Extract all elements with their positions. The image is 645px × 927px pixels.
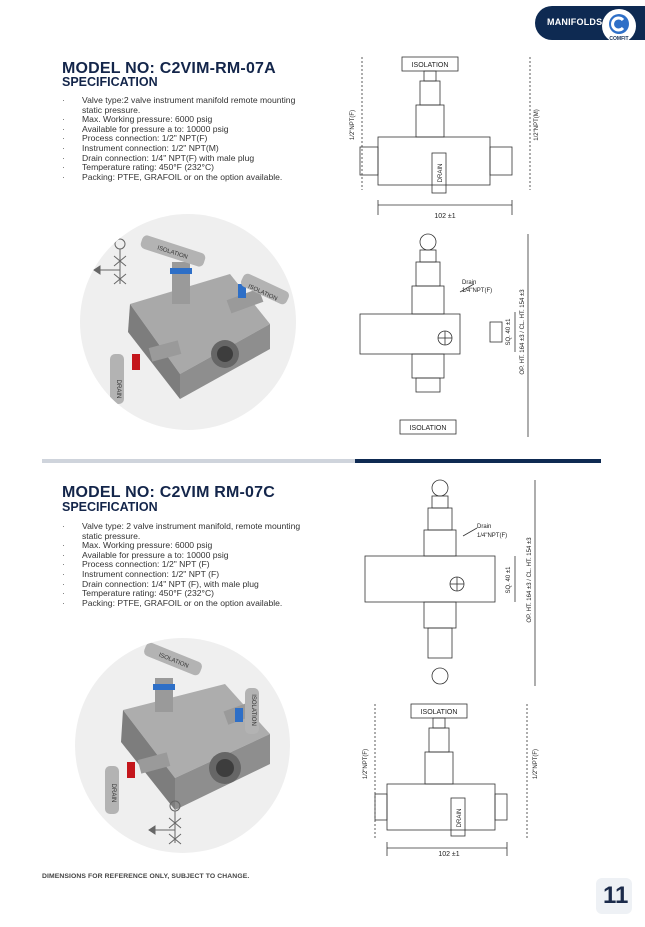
spec-item: Packing: PTFE, GRAFOIL or on the option … [62,172,307,183]
page-number: 11 [603,882,629,909]
drain-note-2: 1/4"NPT(F) [477,533,507,539]
section-divider-dark [355,459,601,463]
drain-note-1: Drain [462,280,476,286]
model-2-title: MODEL NO: C2VIM RM-07C [62,484,276,501]
model-1-title: MODEL NO: C2VIM-RM-07A [62,60,276,77]
left-connection-dim: 1/2"NPT(F) [350,110,356,140]
photo-drain-label: DRAIN [110,784,116,803]
spec-item: Packing: PTFE, GRAFOIL or on the option … [62,598,307,609]
spec-item: Max. Working pressure: 6000 psig [62,115,307,125]
drain-label: DRAIN [438,164,444,183]
model-1-front-drawing: ISOLATION 1/2"NPT(F) 1/2"NPT(M) DRAIN 10… [350,56,540,220]
section-tab: MANIFOLDS COMFIT [535,6,645,43]
spec-item: Drain connection: 1/4" NPT(F) with male … [62,153,307,164]
spec-item: Available for pressure a to: 10000 psig [62,550,307,561]
right-connection-dim: 1/2"NPT(F) [533,749,539,779]
spec-item: Temperature rating: 450°F (232°C) [62,163,307,173]
model-2-spec-heading: SPECIFICATION [62,500,158,514]
manifold-illustration-icon: ISOLATION ISOLATION DRAIN [93,235,289,404]
spec-item: Process connection: 1/2" NPT(F) [62,134,307,144]
spec-item: Process connection: 1/2" NPT (F) [62,560,307,570]
model-2-product-photo: ISOLATION ISOLATION DRAIN [75,638,290,853]
photo-drain-label: DRAIN [115,380,121,399]
spec-item: Valve type: 2 valve instrument manifold,… [62,521,307,541]
spec-item: Instrument connection: 1/2" NPT (F) [62,569,307,580]
width-dim: 102 ±1 [434,213,455,220]
model-1-spec-heading: SPECIFICATION [62,75,158,89]
isolation-label: ISOLATION [421,709,458,716]
right-connection-dim: 1/2"NPT(M) [534,109,540,140]
drain-note-2: 1/4"NPT(F) [462,288,492,294]
photo-isolation-side-label: ISOLATION [250,694,256,726]
isolation-label: ISOLATION [410,425,447,432]
model-1-spec-list: Valve type:2 valve instrument manifold r… [62,95,307,183]
manifold-illustration-icon: ISOLATION ISOLATION DRAIN [105,642,270,845]
left-connection-dim: 1/2"NPT(F) [363,749,369,779]
logo-text: COMFIT [609,36,628,42]
section-label: MANIFOLDS [547,17,603,27]
sq-dim: SQ. 40 ±1 [506,318,512,346]
spec-item: Drain connection: 1/4" NPT (F), with mal… [62,579,307,590]
model-2-spec-list: Valve type: 2 valve instrument manifold,… [62,521,307,609]
spec-item: Available for pressure a to: 10000 psig [62,124,307,135]
drain-label: DRAIN [457,809,463,828]
model-1-side-drawing: Drain 1/4"NPT(F) SQ. 40 ±1 OP. HT. 164 ±… [359,233,529,437]
model-1-product-photo: ISOLATION ISOLATION DRAIN [80,214,296,430]
spec-item: Temperature rating: 450°F (232°C) [62,589,307,599]
spec-item: Max. Working pressure: 6000 psig [62,541,307,551]
comfit-logo-icon: COMFIT [602,9,636,43]
sq-dim: SQ. 40 ±1 [506,566,512,594]
height-dim: OP. HT. 164 ±3 / CL. HT. 154 ±3 [527,537,533,623]
drain-note-1: Drain [477,524,491,530]
width-dim: 102 ±1 [438,851,459,858]
section-divider-light [42,459,355,463]
model-2-front-drawing: ISOLATION 1/2"NPT(F) 1/2"NPT(F) DRAIN 10… [363,703,539,858]
footer-note: DIMENSIONS FOR REFERENCE ONLY, SUBJECT T… [42,873,250,880]
model-2-side-drawing: Drain 1/4"NPT(F) SQ. 40 ±1 OP. HT. 164 ±… [364,479,536,686]
spec-item: Valve type:2 valve instrument manifold r… [62,95,307,115]
spec-item: Instrument connection: 1/2" NPT(M) [62,143,307,154]
page-number-badge [596,878,632,914]
isolation-label: ISOLATION [412,62,449,69]
height-dim: OP. HT. 164 ±3 / CL. HT. 154 ±3 [520,289,526,375]
